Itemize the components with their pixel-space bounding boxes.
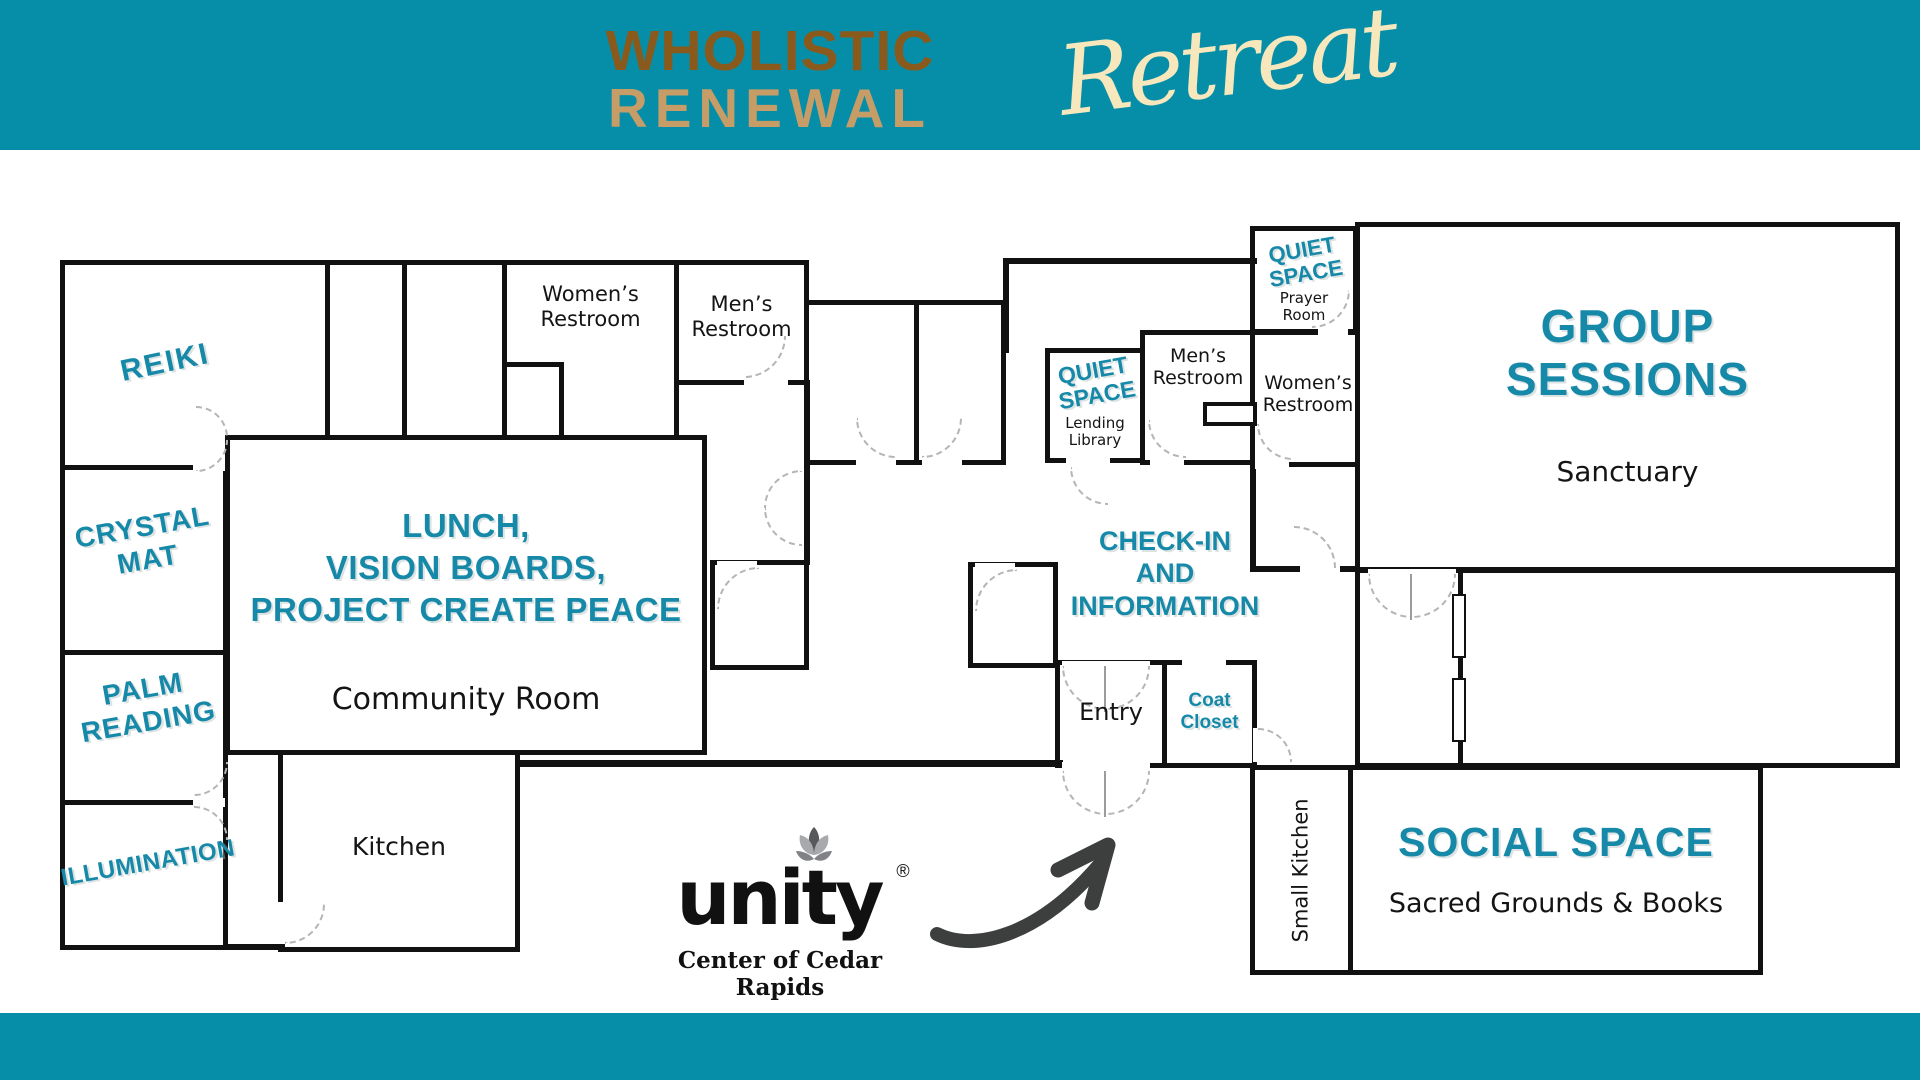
prayer-room-name: Prayer Room xyxy=(1279,289,1329,325)
sanctuary-door-leaf xyxy=(1452,594,1466,658)
room-community xyxy=(225,435,707,755)
door-opening xyxy=(1062,762,1150,770)
entry-name: Entry xyxy=(1079,698,1143,726)
door-opening xyxy=(193,798,225,807)
check-in-label: CHECK-IN AND INFORMATION xyxy=(1070,526,1260,621)
door-opening xyxy=(1150,460,1184,468)
door-opening xyxy=(1253,728,1261,762)
room-social-space xyxy=(1348,765,1763,975)
social-space-name: Sacred Grounds & Books xyxy=(1388,888,1724,919)
door-opening xyxy=(744,378,788,387)
unity-wordmark: unity xyxy=(676,853,884,942)
coat-closet-name: Coat Closet xyxy=(1180,690,1239,733)
door-opening xyxy=(975,563,1015,571)
wall-segment xyxy=(1250,462,1256,572)
room-lending-library xyxy=(1045,348,1145,463)
door-opening xyxy=(1062,661,1150,669)
room-closet-sub xyxy=(502,362,564,440)
unity-lotus-icon xyxy=(796,827,832,861)
room-palm-reading xyxy=(60,650,228,805)
mens-restroom-right-name: Men’s Restroom xyxy=(1152,345,1244,390)
unity-tagline: Center of Cedar Rapids xyxy=(677,947,883,1002)
room-corridor-1 xyxy=(710,560,809,670)
room-crystal-mat xyxy=(60,465,228,655)
room-illumination xyxy=(60,800,228,950)
wall-segment xyxy=(804,380,810,565)
title-line-2: RENEWAL xyxy=(608,77,932,139)
wall-segment xyxy=(515,760,1063,767)
wall-segment xyxy=(1003,258,1009,353)
social-space-activity: SOCIAL SPACE xyxy=(1398,819,1714,865)
room-sanctuary-extension xyxy=(1458,568,1900,768)
womens-restroom-right-name: Women’s Restroom xyxy=(1262,372,1354,417)
footer-banner xyxy=(0,1013,1920,1080)
sanctuary-door-leaf xyxy=(1452,678,1466,742)
entrance-arrow-icon xyxy=(930,837,1116,949)
lending-library-name: Lending Library xyxy=(1065,414,1125,450)
door-leaf-line xyxy=(1104,666,1106,712)
title-line-1: WHOLISTIC xyxy=(605,19,935,83)
plumbing-chase-box xyxy=(1203,402,1257,426)
door-opening xyxy=(717,561,757,569)
wall-segment xyxy=(225,944,285,950)
room-small-kitchen xyxy=(1250,765,1353,975)
door-leaf-line xyxy=(1410,574,1412,620)
door-opening xyxy=(276,902,285,944)
sanctuary-activity-label: GROUP SESSIONS xyxy=(1505,300,1750,405)
title-script-word: Retreat xyxy=(1052,0,1402,138)
kitchen-name: Kitchen xyxy=(352,832,446,861)
door-opening xyxy=(856,458,896,467)
door-arc xyxy=(764,470,802,508)
door-opening xyxy=(1255,461,1289,469)
door-arc xyxy=(1294,526,1336,568)
door-opening xyxy=(1368,569,1456,577)
unity-logo: unity ® Center of Cedar Rapids xyxy=(655,825,915,1001)
header-banner: WHOLISTIC RENEWAL Retreat xyxy=(0,0,1920,150)
womens-restroom-top-name: Women’s Restroom xyxy=(540,282,641,331)
small-kitchen-name: Small Kitchen xyxy=(1288,798,1313,943)
door-opening xyxy=(1066,456,1110,465)
room-sanctuary xyxy=(1355,222,1900,572)
wall-segment xyxy=(1340,566,1360,572)
door-opening xyxy=(922,458,962,467)
room-middle-1 xyxy=(804,300,919,465)
door-leaf-line xyxy=(1104,771,1106,817)
sanctuary-name: Sanctuary xyxy=(1556,455,1699,488)
door-arc xyxy=(1070,467,1108,505)
door-opening xyxy=(1318,327,1348,336)
community-room-name: Community Room xyxy=(331,682,601,717)
door-arc xyxy=(1258,728,1292,762)
door-opening xyxy=(1182,658,1226,667)
wall-segment xyxy=(1253,566,1300,572)
wall-segment xyxy=(1003,258,1257,264)
registered-mark: ® xyxy=(896,861,910,881)
room-prayer xyxy=(1250,226,1358,334)
door-arc xyxy=(764,508,802,546)
room-mens-restroom-top xyxy=(674,260,809,385)
room-coat-closet xyxy=(1162,660,1257,768)
community-activity-label: LUNCH, VISION BOARDS, PROJECT CREATE PEA… xyxy=(250,507,682,629)
mens-restroom-top-name: Men’s Restroom xyxy=(691,292,792,341)
